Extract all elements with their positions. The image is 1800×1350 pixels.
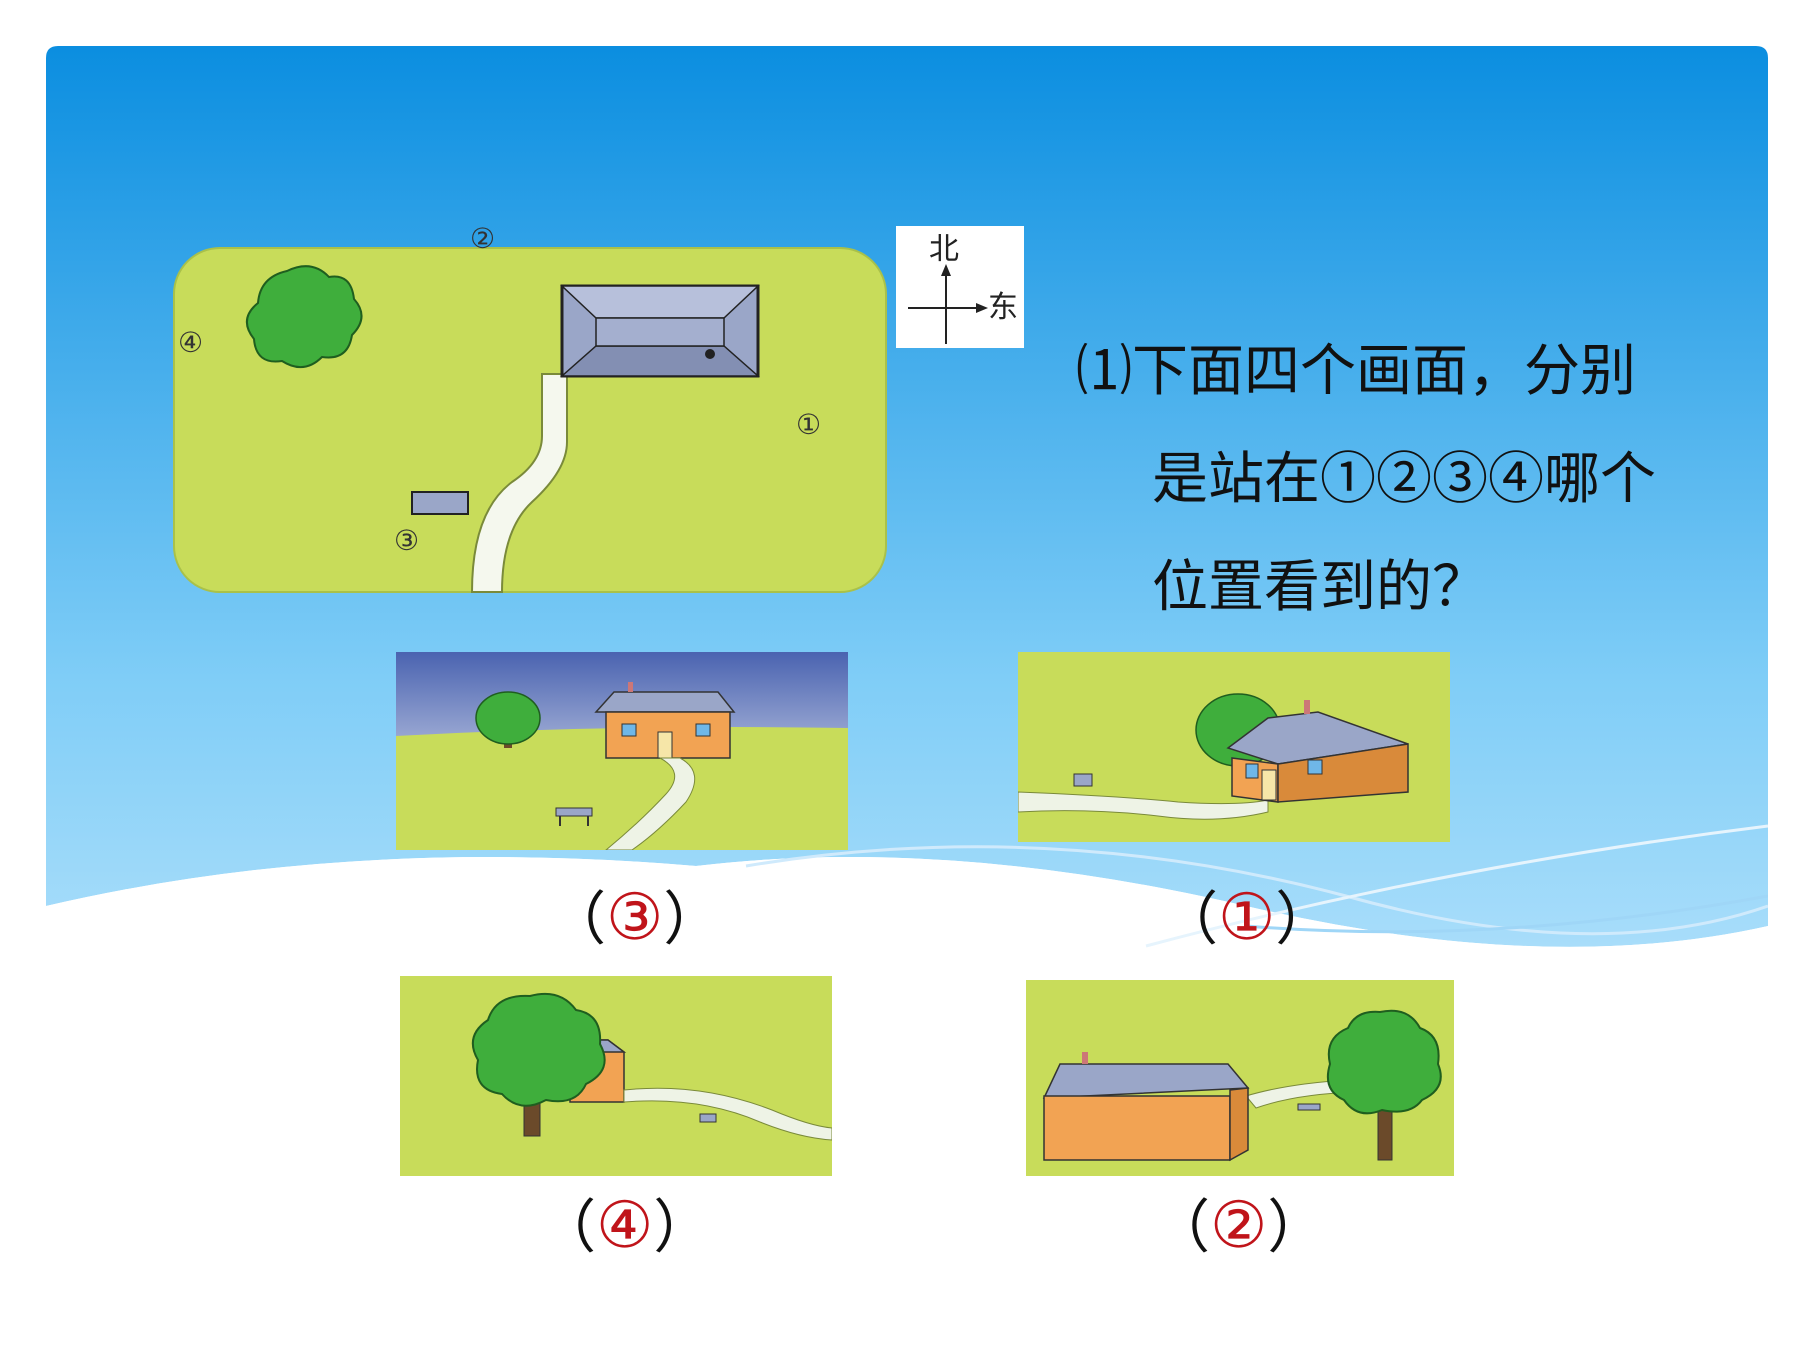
compass-arrows-icon: [908, 264, 988, 344]
scene-view-a: [396, 652, 848, 850]
answer-open-paren: （: [1152, 1193, 1211, 1261]
answer-open-paren: （: [538, 1193, 597, 1261]
map-tree: [246, 265, 363, 368]
map-bench: [411, 491, 469, 515]
map-marker-2: ②: [470, 222, 496, 255]
answer-close-paren: ）: [663, 885, 722, 953]
answer-view-b: （①）: [1160, 872, 1333, 956]
answer-view-a: （③）: [548, 872, 721, 956]
compass-north-label: 北: [929, 232, 959, 267]
answer-close-paren: ）: [1267, 1193, 1326, 1261]
answer-view-c: （④）: [538, 1180, 711, 1264]
map-house: [560, 284, 760, 378]
answer-close-paren: ）: [1275, 885, 1334, 953]
answer-value: ②: [1210, 1189, 1268, 1263]
answer-open-paren: （: [1160, 885, 1219, 953]
scene-view-c: [400, 976, 832, 1176]
compass-east-label: 东: [988, 290, 1018, 325]
answer-open-paren: （: [548, 885, 607, 953]
answer-close-paren: ）: [653, 1193, 712, 1261]
map-marker-1: ①: [796, 408, 822, 441]
answer-value: ④: [596, 1189, 654, 1263]
compass: 北 东: [896, 226, 1024, 348]
answer-value: ③: [606, 881, 664, 955]
map-path: [470, 373, 568, 593]
map-marker-3: ③: [394, 524, 420, 557]
answer-view-d: （②）: [1152, 1180, 1325, 1264]
question-line-2: 是站在①②③④哪个: [1152, 447, 1656, 512]
question-text: ⑴下面四个画面，分别 是站在①②③④哪个 位置看到的？: [1076, 318, 1716, 642]
question-line-3: 位置看到的？: [1152, 555, 1488, 620]
scene-view-d: [1026, 980, 1454, 1176]
scene-view-b: [1018, 652, 1450, 842]
map-marker-4: ④: [178, 326, 204, 359]
answer-value: ①: [1218, 881, 1276, 955]
question-line-1: ⑴下面四个画面，分别: [1076, 339, 1636, 404]
overhead-map: [173, 247, 887, 593]
